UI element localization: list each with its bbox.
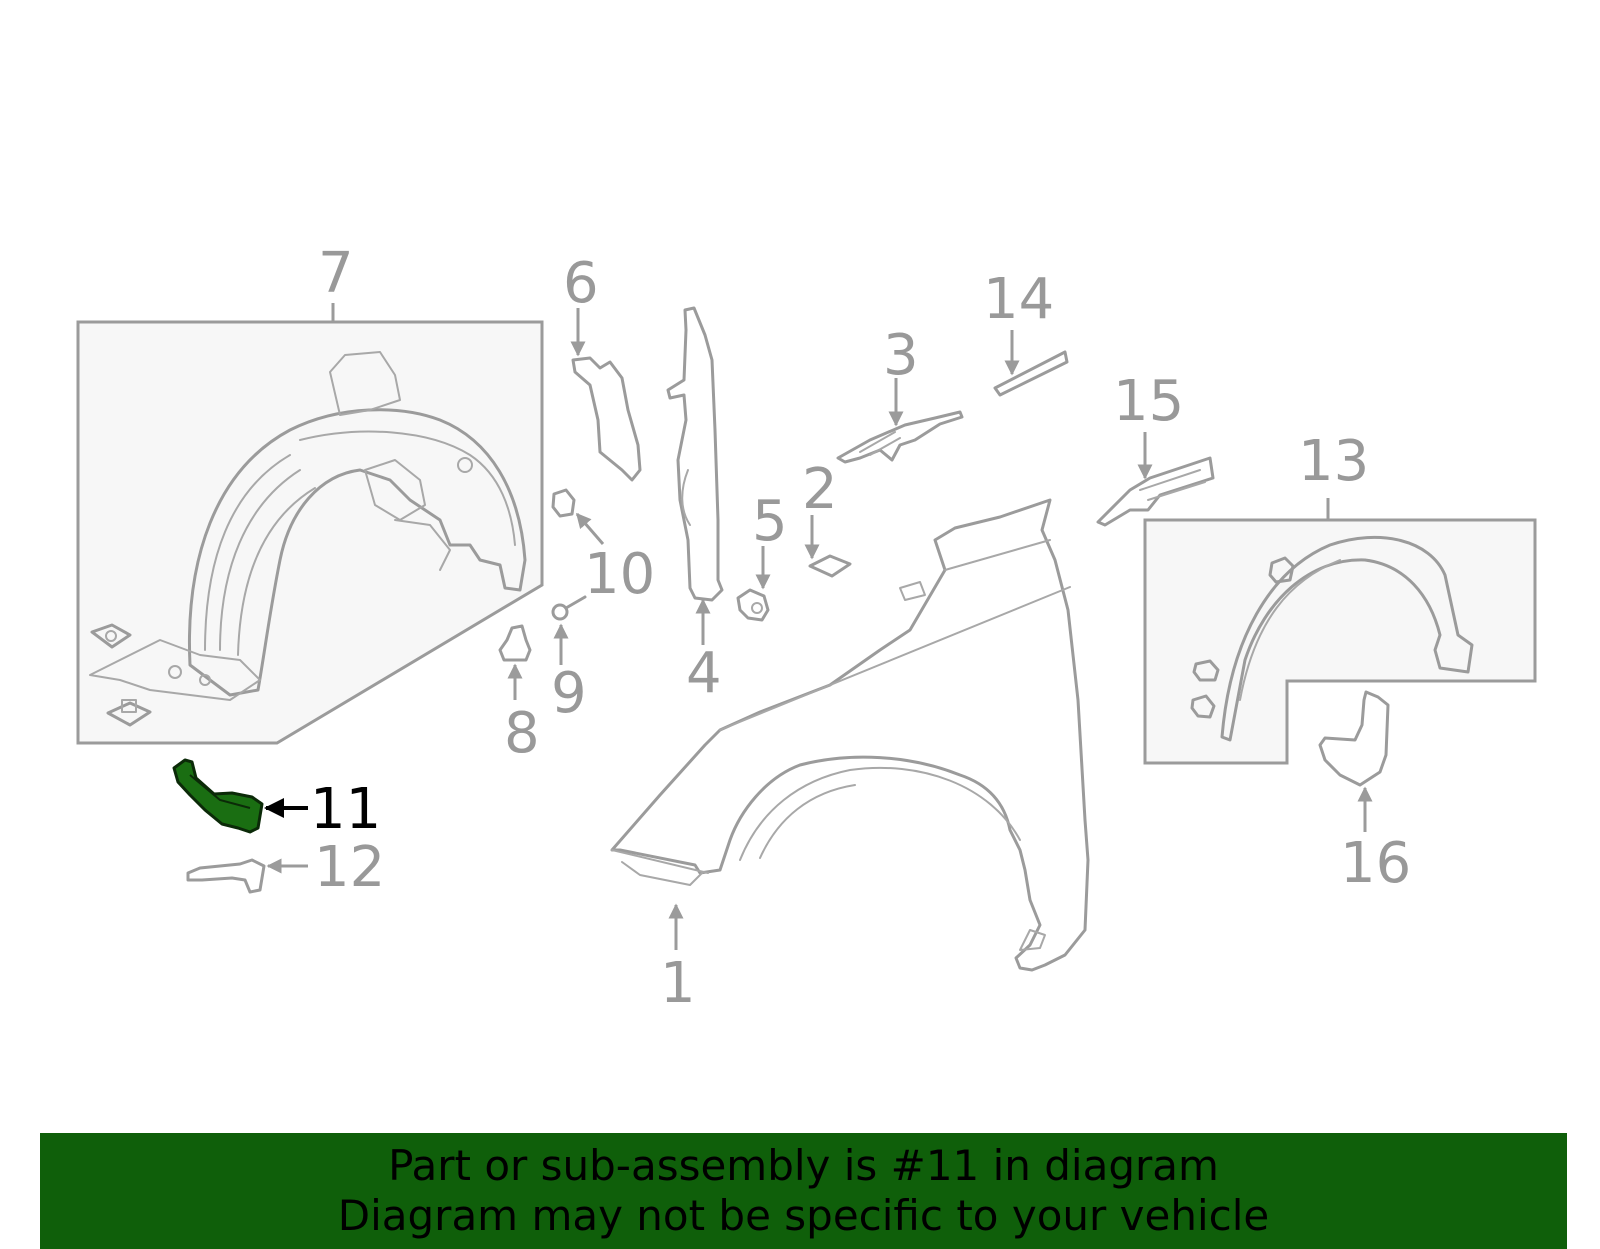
callout-4: 4 <box>686 641 722 706</box>
banner-line-1: Part or sub-assembly is #11 in diagram <box>388 1141 1219 1190</box>
part-10-nut <box>551 488 605 545</box>
part-2-clip <box>804 515 852 578</box>
liner-assembly-box <box>76 303 544 745</box>
inner-fender-liner <box>89 351 527 701</box>
part-15-bracket <box>1096 432 1215 527</box>
callout-10: 10 <box>584 542 655 607</box>
callout-3: 3 <box>883 323 919 388</box>
arch-clip-1 <box>1268 556 1295 584</box>
part-14-strip <box>993 330 1069 397</box>
callout-14: 14 <box>983 267 1054 332</box>
banner-line-2: Diagram may not be specific to your vehi… <box>337 1191 1270 1240</box>
callout-1: 1 <box>660 951 696 1016</box>
info-banner: Part or sub-assembly is #11 in diagram D… <box>40 1133 1567 1249</box>
callout-8: 8 <box>504 701 540 766</box>
callout-15: 15 <box>1113 369 1184 434</box>
wheel-arch-molding <box>1220 535 1474 742</box>
part-6-bracket <box>570 308 642 482</box>
part-3-bracket <box>836 378 964 464</box>
callout-7: 7 <box>318 241 354 306</box>
part-9-screw <box>551 595 587 665</box>
callout-16: 16 <box>1340 831 1411 896</box>
callout-12: 12 <box>314 835 385 900</box>
part-8-clip <box>498 624 532 700</box>
part-16-mud-flap <box>1318 690 1390 832</box>
part-11-bracket-highlighted <box>172 758 308 834</box>
part-5-grommet <box>736 546 771 622</box>
arch-clip-2 <box>1192 659 1220 682</box>
part-1-fender <box>610 498 1090 972</box>
part-12-bracket <box>186 858 308 894</box>
arch-molding-box <box>1143 498 1537 765</box>
callout-9: 9 <box>551 661 587 726</box>
part-4-seal <box>666 306 724 645</box>
callout-11: 11 <box>310 777 381 842</box>
callout-13: 13 <box>1298 429 1369 494</box>
arch-clip-3 <box>1190 694 1216 719</box>
callout-5: 5 <box>752 489 788 554</box>
callout-6: 6 <box>563 251 599 316</box>
liner-clip-lower <box>106 699 152 727</box>
callout-2: 2 <box>802 457 838 522</box>
liner-clip-upper <box>90 623 132 649</box>
